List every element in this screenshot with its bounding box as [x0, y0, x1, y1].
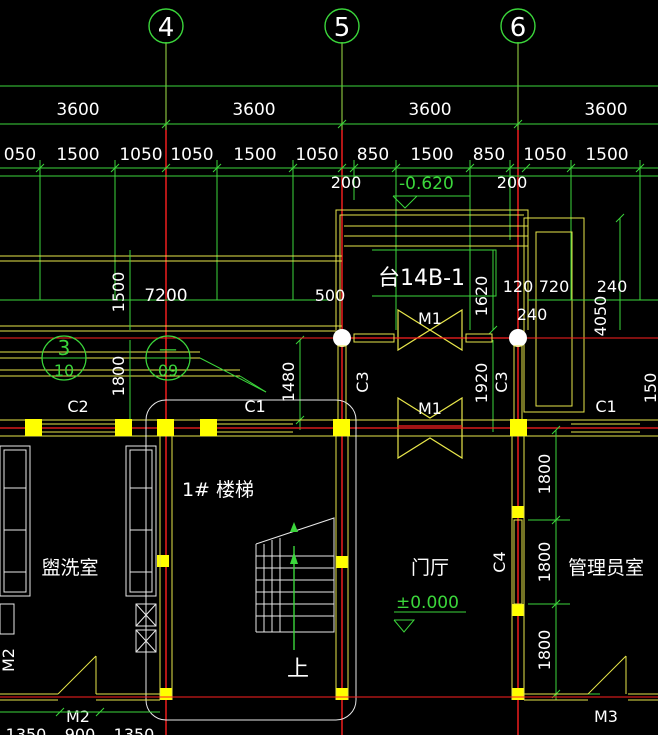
dim-1500-d: 1500 [585, 145, 628, 165]
dim-7200: 7200 [144, 286, 187, 306]
window-c4: C4 [490, 551, 509, 572]
dim-1500-a: 1500 [56, 145, 99, 165]
dim-720: 720 [539, 277, 570, 296]
dim-4050: 4050 [591, 296, 610, 337]
grid-label-6: 6 [510, 13, 527, 43]
door-m1-upper-label: M1 [418, 309, 442, 328]
elevation-marker-top: -0.620 [392, 174, 470, 209]
grid-bubble-4: 4 [148, 8, 184, 44]
dim-bottom-1350-a: 1350 [6, 725, 47, 735]
left-upper-dimension-text: 7200 500 1500 1800 1480 [109, 272, 345, 403]
dim-1050-d: 1050 [523, 145, 566, 165]
washroom-fixtures [0, 445, 157, 653]
room-stair: 1# 楼梯 [182, 479, 254, 501]
dim-050: 050 [4, 145, 36, 165]
elevation-top-value: -0.620 [399, 174, 454, 194]
window-c3-left: C3 [353, 371, 372, 392]
dimension-lines-top [0, 85, 658, 330]
left-upper-lines [0, 250, 658, 420]
dim-right-1800-a: 1800 [535, 454, 554, 495]
platform-dimensions [0, 213, 658, 432]
stair-arrow [290, 522, 298, 650]
stair-shaft-outline [145, 399, 357, 721]
grid-label-4: 4 [158, 13, 175, 43]
main-wall-horizontal [0, 419, 658, 437]
grid-axis-lines [165, 42, 519, 735]
room-washroom: 盥洗室 [41, 557, 98, 579]
dim-500: 500 [315, 286, 346, 305]
dim-200-a: 200 [331, 173, 362, 192]
bottom-wall [0, 693, 658, 701]
dim-200-b: 200 [497, 173, 528, 192]
door-m2-bottom-swing [57, 655, 97, 695]
window-c2: C2 [67, 397, 88, 416]
dim-1920: 1920 [472, 363, 491, 404]
door-m1-lower-label: M1 [418, 399, 442, 418]
dim-bottom-900: 900 [65, 725, 96, 735]
detail-3-sheet: 10 [54, 361, 74, 380]
grid-bubble-6: 6 [500, 8, 536, 44]
entrance-platform [335, 209, 529, 330]
dim-bottom-1350-b: 1350 [114, 725, 155, 735]
dim-3600-1: 3600 [56, 100, 99, 120]
dim-1800-vertical: 1800 [109, 356, 128, 397]
dim-1500-vertical: 1500 [109, 272, 128, 313]
room-manager: 管理员室 [568, 557, 644, 579]
room-hall: 门厅 [411, 557, 449, 579]
detail-3-number: 3 [58, 336, 71, 360]
dim-right-1800-c: 1800 [535, 630, 554, 671]
elevation-marker-hall: ±0.000 [393, 593, 466, 633]
dimension-text-top: 3600 3600 3600 3600 050 1500 1050 1050 1… [4, 100, 629, 192]
bottom-dimension-line [0, 707, 160, 717]
door-m3-swing [587, 655, 627, 695]
stair-steps [256, 555, 334, 617]
door-m2-bottom-label: M2 [66, 707, 90, 726]
dim-850-b: 850 [473, 145, 505, 165]
structural-columns [25, 419, 527, 700]
window-c1-right: C1 [595, 397, 616, 416]
dim-1500-c: 1500 [410, 145, 453, 165]
side-ramp [523, 217, 585, 413]
dim-1480: 1480 [279, 362, 298, 403]
window-c1-left: C1 [244, 397, 265, 416]
stair-up-label: 上 [287, 657, 309, 682]
dim-1620: 1620 [472, 276, 491, 317]
door-m1-upper: M1 [397, 308, 463, 352]
dim-240-top: 240 [597, 277, 628, 296]
dim-240-small: 240 [517, 305, 548, 324]
dim-right-cut: 150 [641, 373, 658, 404]
door-m1-lower: M1 [397, 396, 463, 460]
dim-1050-a: 1050 [119, 145, 162, 165]
elevation-hall-value: ±0.000 [396, 593, 459, 613]
dim-3600-3: 3600 [408, 100, 451, 120]
dim-1050-c: 1050 [295, 145, 338, 165]
door-m3-label: M3 [594, 707, 618, 726]
entrance-columns [333, 329, 527, 427]
detail-09-number: — [159, 339, 177, 360]
dim-120: 120 [503, 277, 534, 296]
detail-callout-3-10: 3 10 [41, 335, 87, 381]
vertical-walls [159, 436, 525, 700]
detail-09-sheet: 09 [158, 361, 178, 380]
detail-callout-09: — 09 [145, 335, 191, 381]
dim-3600-4: 3600 [584, 100, 627, 120]
dim-3600-2: 3600 [232, 100, 275, 120]
dim-right-1800-b: 1800 [535, 542, 554, 583]
dim-1500-b: 1500 [233, 145, 276, 165]
window-c3-right: C3 [492, 371, 511, 392]
platform-dimension-text: 1620 120 720 240 240 4050 1920 150 [472, 276, 658, 404]
platform-label-box: 台14B-1 [372, 249, 497, 297]
grid-bubble-5: 5 [324, 8, 360, 44]
grid-label-5: 5 [334, 13, 351, 43]
dim-850-a: 850 [357, 145, 389, 165]
stair-flight [255, 517, 335, 633]
dim-1050-b: 1050 [170, 145, 213, 165]
platform-label: 台14B-1 [378, 266, 465, 291]
door-m2-side-label: M2 [0, 648, 18, 672]
